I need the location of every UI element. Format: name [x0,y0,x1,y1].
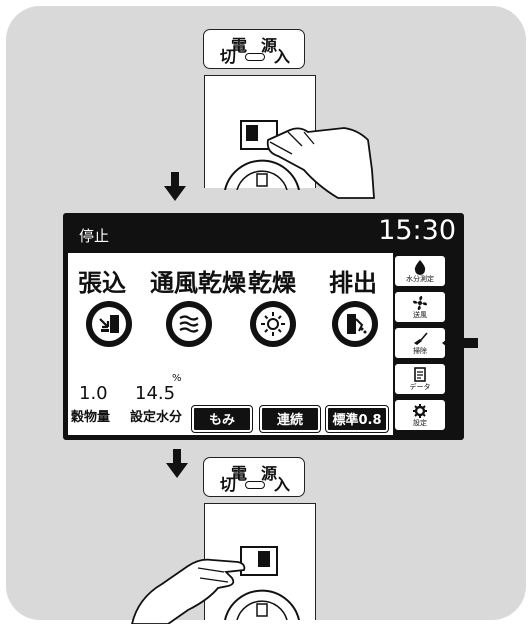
power-title: 電源 [230,464,291,483]
mode-label-ventilation: 通風乾燥 [150,269,246,297]
power-outlet-top [204,75,316,190]
discharge-button[interactable] [332,301,378,347]
settings-label: 設定 [413,419,427,427]
clock: 15:30 [378,215,456,246]
sun-icon [261,312,285,336]
dry-button[interactable] [250,301,296,347]
ventilation-button[interactable] [166,301,212,347]
mode-label-load: 張込 [78,269,126,297]
power-title: 電源 [230,36,291,55]
data-button[interactable]: データ [395,364,445,394]
blower-label: 送風 [413,311,427,319]
target-moisture-unit: % [172,373,182,384]
power-off-label: 切 [220,47,237,66]
fan-icon [413,296,427,310]
target-moisture-label: 設定水分 [130,410,183,425]
power-on-label: 入 [273,47,290,66]
grain-amount-label: 穀物量 [71,410,111,425]
hand-pressing-icon [266,127,375,199]
ventilation-icon [179,315,199,333]
grain-amount-value: 1.0 [79,383,108,404]
broom-icon [414,332,428,345]
data-label: データ [409,383,431,391]
main-content-area: 張込 通風乾燥 乾燥 排出 [68,253,393,435]
outlet-socket-icon [224,159,300,190]
status-text: 停止 [79,227,110,245]
power-on-label: 入 [273,475,290,494]
mode-label-discharge: 排出 [329,269,377,297]
cleaning-label: 掃除 [413,347,427,355]
document-icon [414,367,426,382]
power-switch-symbol [245,53,265,61]
discharge-icon [347,314,367,334]
moisture-measure-button[interactable]: 水分測定 [395,256,445,286]
grain-type-button[interactable]: もみ [191,405,253,433]
speed-setting-button[interactable]: 標準0.8 [325,405,389,433]
control-screen: 停止 15:30 張込 通風乾燥 乾燥 排出 [63,213,464,440]
outlet-socket-icon [224,589,300,620]
cleaning-button[interactable]: 掃除 [395,328,445,358]
moisture-measure-label: 水分測定 [406,275,434,283]
blower-button[interactable]: 送風 [395,292,445,322]
mode-label-dry: 乾燥 [248,269,296,297]
power-switch-symbol [245,481,265,489]
arrow-down-icon [166,449,188,478]
pointer-arrow-icon [442,332,478,354]
gear-icon [413,404,427,418]
target-moisture-value: 14.5 [135,383,176,404]
power-off-label: 切 [220,475,237,494]
power-switch-bottom[interactable] [240,546,278,576]
power-label-plate-bottom: 電源 切 入 [203,457,305,497]
operation-mode-button[interactable]: 連続 [259,405,321,433]
settings-button[interactable]: 設定 [395,400,445,430]
arrow-down-icon [164,172,186,201]
power-label-plate-top: 電源 切 入 [203,29,305,69]
hand-pressing-icon [131,558,246,624]
droplet-icon [414,260,426,275]
load-icon [99,315,119,333]
load-button[interactable] [86,301,132,347]
